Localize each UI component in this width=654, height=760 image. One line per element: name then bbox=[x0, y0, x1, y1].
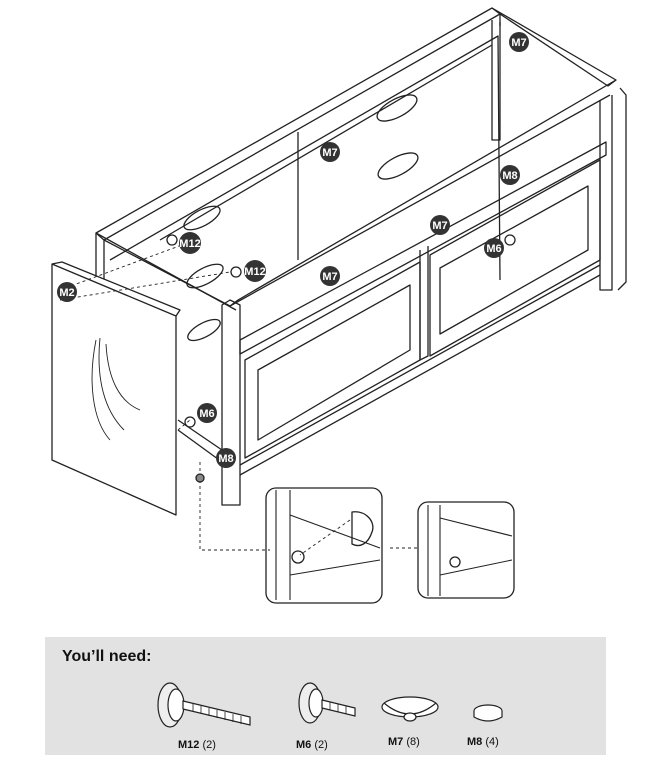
callout-m8-right-text: M8 bbox=[502, 170, 517, 182]
part-code-m6: M6 bbox=[296, 739, 312, 751]
front-left-leg bbox=[221, 299, 241, 506]
callout-m7-back-text: M7 bbox=[322, 147, 337, 159]
callout-m7-mid-text: M7 bbox=[432, 220, 447, 232]
callout-m8-left-text: M8 bbox=[218, 453, 233, 465]
back-panel bbox=[109, 35, 501, 281]
callout-m7-top-text: M7 bbox=[511, 37, 526, 49]
part-code-m12: M12 bbox=[178, 739, 200, 751]
callout-m7-front-text: M7 bbox=[322, 271, 337, 283]
glide-foot-icon bbox=[473, 704, 503, 722]
callout-m12-b: M12 bbox=[244, 260, 266, 282]
callout-m6-left-text: M6 bbox=[199, 408, 214, 420]
left-door bbox=[244, 261, 421, 459]
detail-box-left bbox=[265, 487, 383, 604]
cam-lock-icon bbox=[381, 696, 439, 722]
callout-m8-left: M8 bbox=[216, 448, 236, 468]
callout-m12-a: M12 bbox=[179, 232, 201, 254]
part-qty-m6: (2) bbox=[314, 739, 328, 751]
slot-5 bbox=[187, 318, 221, 342]
short-cam-bolt-icon bbox=[298, 682, 356, 724]
callout-m6-left: M6 bbox=[197, 403, 217, 423]
part-code-m7: M7 bbox=[388, 736, 404, 748]
slot-3 bbox=[183, 205, 221, 231]
lower-frame bbox=[177, 264, 601, 476]
slot-4 bbox=[186, 263, 224, 289]
callout-m2: M2 bbox=[57, 282, 77, 302]
detail-box-right bbox=[417, 501, 515, 599]
long-cam-bolt-icon bbox=[157, 682, 251, 728]
callout-m2-text: M2 bbox=[59, 287, 74, 299]
callout-m7-mid: M7 bbox=[430, 215, 450, 235]
slot-2 bbox=[377, 152, 419, 180]
part-caption-m8: M8 (4) bbox=[467, 736, 499, 748]
front-drawer-rail bbox=[239, 141, 607, 355]
side-panel-m2 bbox=[51, 261, 181, 516]
guide-lines bbox=[59, 241, 420, 556]
center-divider bbox=[419, 246, 429, 361]
parts-needed-title: You’ll need: bbox=[62, 648, 152, 665]
part-qty-m8: (4) bbox=[485, 736, 499, 748]
slot-1 bbox=[376, 94, 418, 122]
assembly-diagram: M2 M7 M7 M8 M7 M6 M12 M12 M7 M6 M8 bbox=[51, 7, 627, 604]
right-door bbox=[429, 159, 601, 357]
part-code-m8: M8 bbox=[467, 736, 483, 748]
back-right-leg bbox=[491, 20, 501, 141]
callout-m7-front: M7 bbox=[320, 266, 340, 286]
parts-illustrations bbox=[157, 682, 503, 728]
parts-needed-panel bbox=[45, 637, 606, 755]
part-caption-m12: M12 (2) bbox=[178, 739, 216, 751]
callout-m7-top: M7 bbox=[509, 32, 529, 52]
part-caption-m6: M6 (2) bbox=[296, 739, 328, 751]
part-qty-m12: (2) bbox=[202, 739, 216, 751]
part-qty-m7: (8) bbox=[406, 736, 420, 748]
front-right-leg bbox=[599, 87, 627, 291]
callout-m6-right-text: M6 bbox=[486, 243, 501, 255]
callout-m12-b-text: M12 bbox=[244, 266, 265, 278]
part-caption-m7: M7 (8) bbox=[388, 736, 420, 748]
callout-m6-right: M6 bbox=[484, 238, 504, 258]
wood-grain bbox=[91, 337, 141, 441]
front-top-rail bbox=[103, 79, 617, 307]
callout-m8-right: M8 bbox=[500, 165, 520, 185]
callout-m12-a-text: M12 bbox=[179, 238, 200, 250]
callout-m7-back: M7 bbox=[320, 142, 340, 162]
